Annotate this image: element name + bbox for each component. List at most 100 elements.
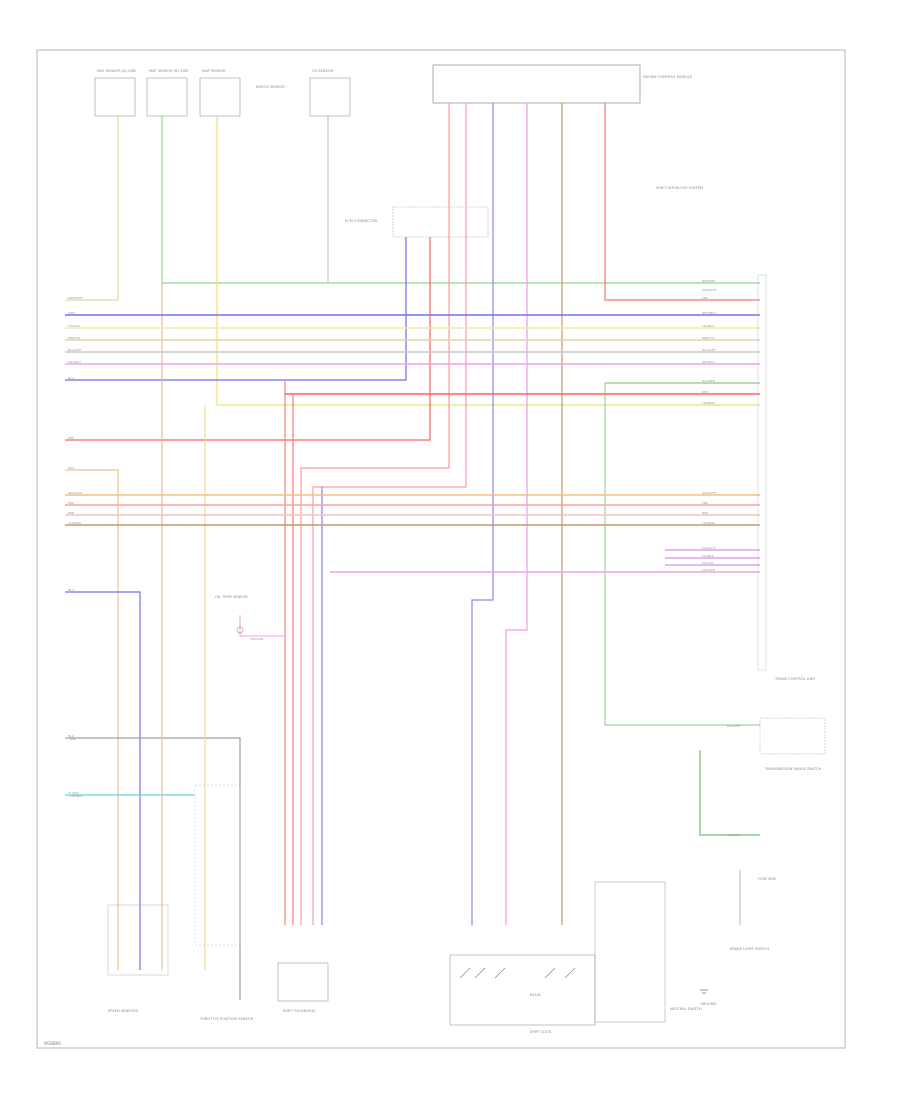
right-wire-label: RED [702, 511, 709, 515]
range-switch-label: TRANSMISSION RANGE SWITCH [764, 767, 822, 771]
wire-left-blue [65, 591, 141, 970]
solenoid-label: SHIFT SOLENOIDS [283, 1009, 316, 1013]
sensor2-box [146, 77, 188, 117]
ecm-connector-box [392, 206, 489, 238]
left-wire-label: BLU [68, 376, 74, 380]
right-wire-label: GRY/BLU [702, 360, 715, 364]
ground-bottom-label: GROUND [700, 1002, 716, 1006]
sensor1-box [94, 77, 136, 117]
footer-code: W3SB00 [44, 1041, 61, 1046]
right-wire-label: YEL/BRN [702, 401, 715, 405]
right-wire-label: GRN/WHT [702, 491, 717, 495]
left-wire-label: GRY/BLU [68, 360, 81, 364]
oil-sensor-wire [239, 615, 285, 637]
right-wire-label: VIO/YEL [702, 561, 714, 565]
right-terminal-strip [757, 274, 767, 671]
sensor-group [94, 77, 351, 117]
contact-1 [459, 967, 471, 979]
right-wire-label: BLU/RED [702, 379, 716, 383]
sensor5-box [309, 77, 351, 117]
wire-ecm-4 [505, 103, 528, 925]
left-wire-label: PNK [68, 501, 75, 505]
left-wire-label: LT GRN [68, 791, 79, 795]
sensor2-label: MAF SENSOR (B) SIDE [149, 69, 189, 73]
lower-label-a: VIO/GRN [250, 637, 263, 641]
horizontal-wires [65, 314, 760, 573]
shift-lock-box [449, 954, 596, 1026]
right-wire-label: BRN/RED [702, 279, 716, 283]
left-wire-label: ORG [68, 466, 75, 470]
ground-module-label: NEUTRAL SWITCH [670, 1007, 702, 1011]
right-wire-label: PNK [702, 501, 709, 505]
ecm-connector-label: ECM CONNECTOR [345, 219, 378, 223]
lower-label-gnd3: BLK [70, 737, 77, 741]
right-wire-label: YEL/BLU [702, 324, 714, 328]
left-wire-label: YEL/BLU [68, 324, 80, 328]
left-wire-label: BLK [68, 734, 75, 738]
wire-sensor1 [65, 116, 119, 301]
wire-ecm-1 [300, 103, 450, 925]
right-wire-label: RED [702, 390, 709, 394]
shift-lock-label: SHIFT LOCK [530, 1030, 552, 1034]
sensor4-label: KNOCK SENSOR [256, 85, 285, 89]
lower-label-gnd2: GRN/BLK [727, 833, 741, 837]
diagram-frame [36, 49, 846, 1049]
wire-left-black [65, 737, 241, 1000]
wire-ecm-3 [471, 103, 494, 925]
relay-label: RELAY [530, 993, 542, 997]
right-wire-label: WHT/BLU [702, 311, 716, 315]
left-wire-label: GRN/WHT [68, 491, 83, 495]
throttle-box [194, 784, 241, 946]
switch-contacts [459, 967, 576, 979]
ecm-top-label: ENGINE CONTROL MODULE [643, 75, 693, 79]
left-wire-label: RED [68, 436, 75, 440]
left-wire-label: BRN/YEL [68, 336, 81, 340]
lower-label-b: PNK/BLU [70, 794, 83, 798]
contact-4 [544, 967, 556, 979]
left-wire-label: WHT [68, 311, 75, 315]
contact-5 [564, 967, 576, 979]
wire-conn-1 [65, 237, 407, 381]
vertical-wires [65, 103, 760, 1000]
sensor3-label: MAP SENSOR [202, 69, 226, 73]
right-wire-label: BRN/YEL [702, 336, 715, 340]
wire-left-orange [65, 469, 119, 970]
speed-sensors-label: SPEED SENSORS [108, 1009, 139, 1013]
wire-ecm-2 [312, 103, 467, 925]
left-wire-label: RED [68, 511, 75, 515]
tcm-connector [759, 717, 826, 755]
left-wire-labels: GRN/WHTWHTYEL/BLUBRN/YELBLU/WHTGRY/BLUBL… [68, 296, 83, 795]
wire-sensor2 [161, 116, 760, 284]
speed-sensors-box [107, 904, 169, 976]
right-wire-label: VIO/GRN [702, 568, 715, 572]
sensor1-label: MAF SENSOR (A) SIDE [97, 69, 137, 73]
wire-right-green [604, 383, 760, 726]
wire-sensor3 [216, 116, 760, 406]
brake-switch-label: BRAKE LIGHT SWITCH [730, 947, 769, 951]
oil-sensor-icon [236, 626, 244, 634]
tcm-label: TRANS CONTROL UNIT [774, 677, 816, 681]
left-wire-label: BLU [68, 588, 74, 592]
wire-conn-2 [65, 237, 431, 441]
oil-sensor-label: OIL TEMP SENSOR [215, 595, 248, 599]
ground-module-box [594, 881, 666, 1023]
right-wire-label: VIO/WHT [702, 546, 716, 550]
sensor3-box [199, 77, 241, 117]
fuse-label: FUSE BOX [758, 877, 776, 881]
right-wire-label: GRN/WHT [702, 288, 717, 292]
contact-3 [494, 967, 506, 979]
right-wire-label: PNK [702, 296, 709, 300]
lower-label-gnd1: BLK/WHT [727, 724, 741, 728]
throttle-label: THROTTLE POSITION SENSOR [199, 1017, 254, 1021]
wire-ecm-6 [604, 103, 760, 301]
right-wire-label: VIO/BLK [702, 554, 715, 558]
left-wire-label: GRN/WHT [68, 296, 83, 300]
contact-2 [474, 967, 486, 979]
ecm-top-box [432, 64, 641, 104]
solenoid-box [277, 962, 329, 1002]
wire-right-green-2 [699, 750, 760, 836]
right-wire-label: BLU/WHT [702, 348, 716, 352]
sensor5-label: O2 SENSOR [312, 69, 334, 73]
